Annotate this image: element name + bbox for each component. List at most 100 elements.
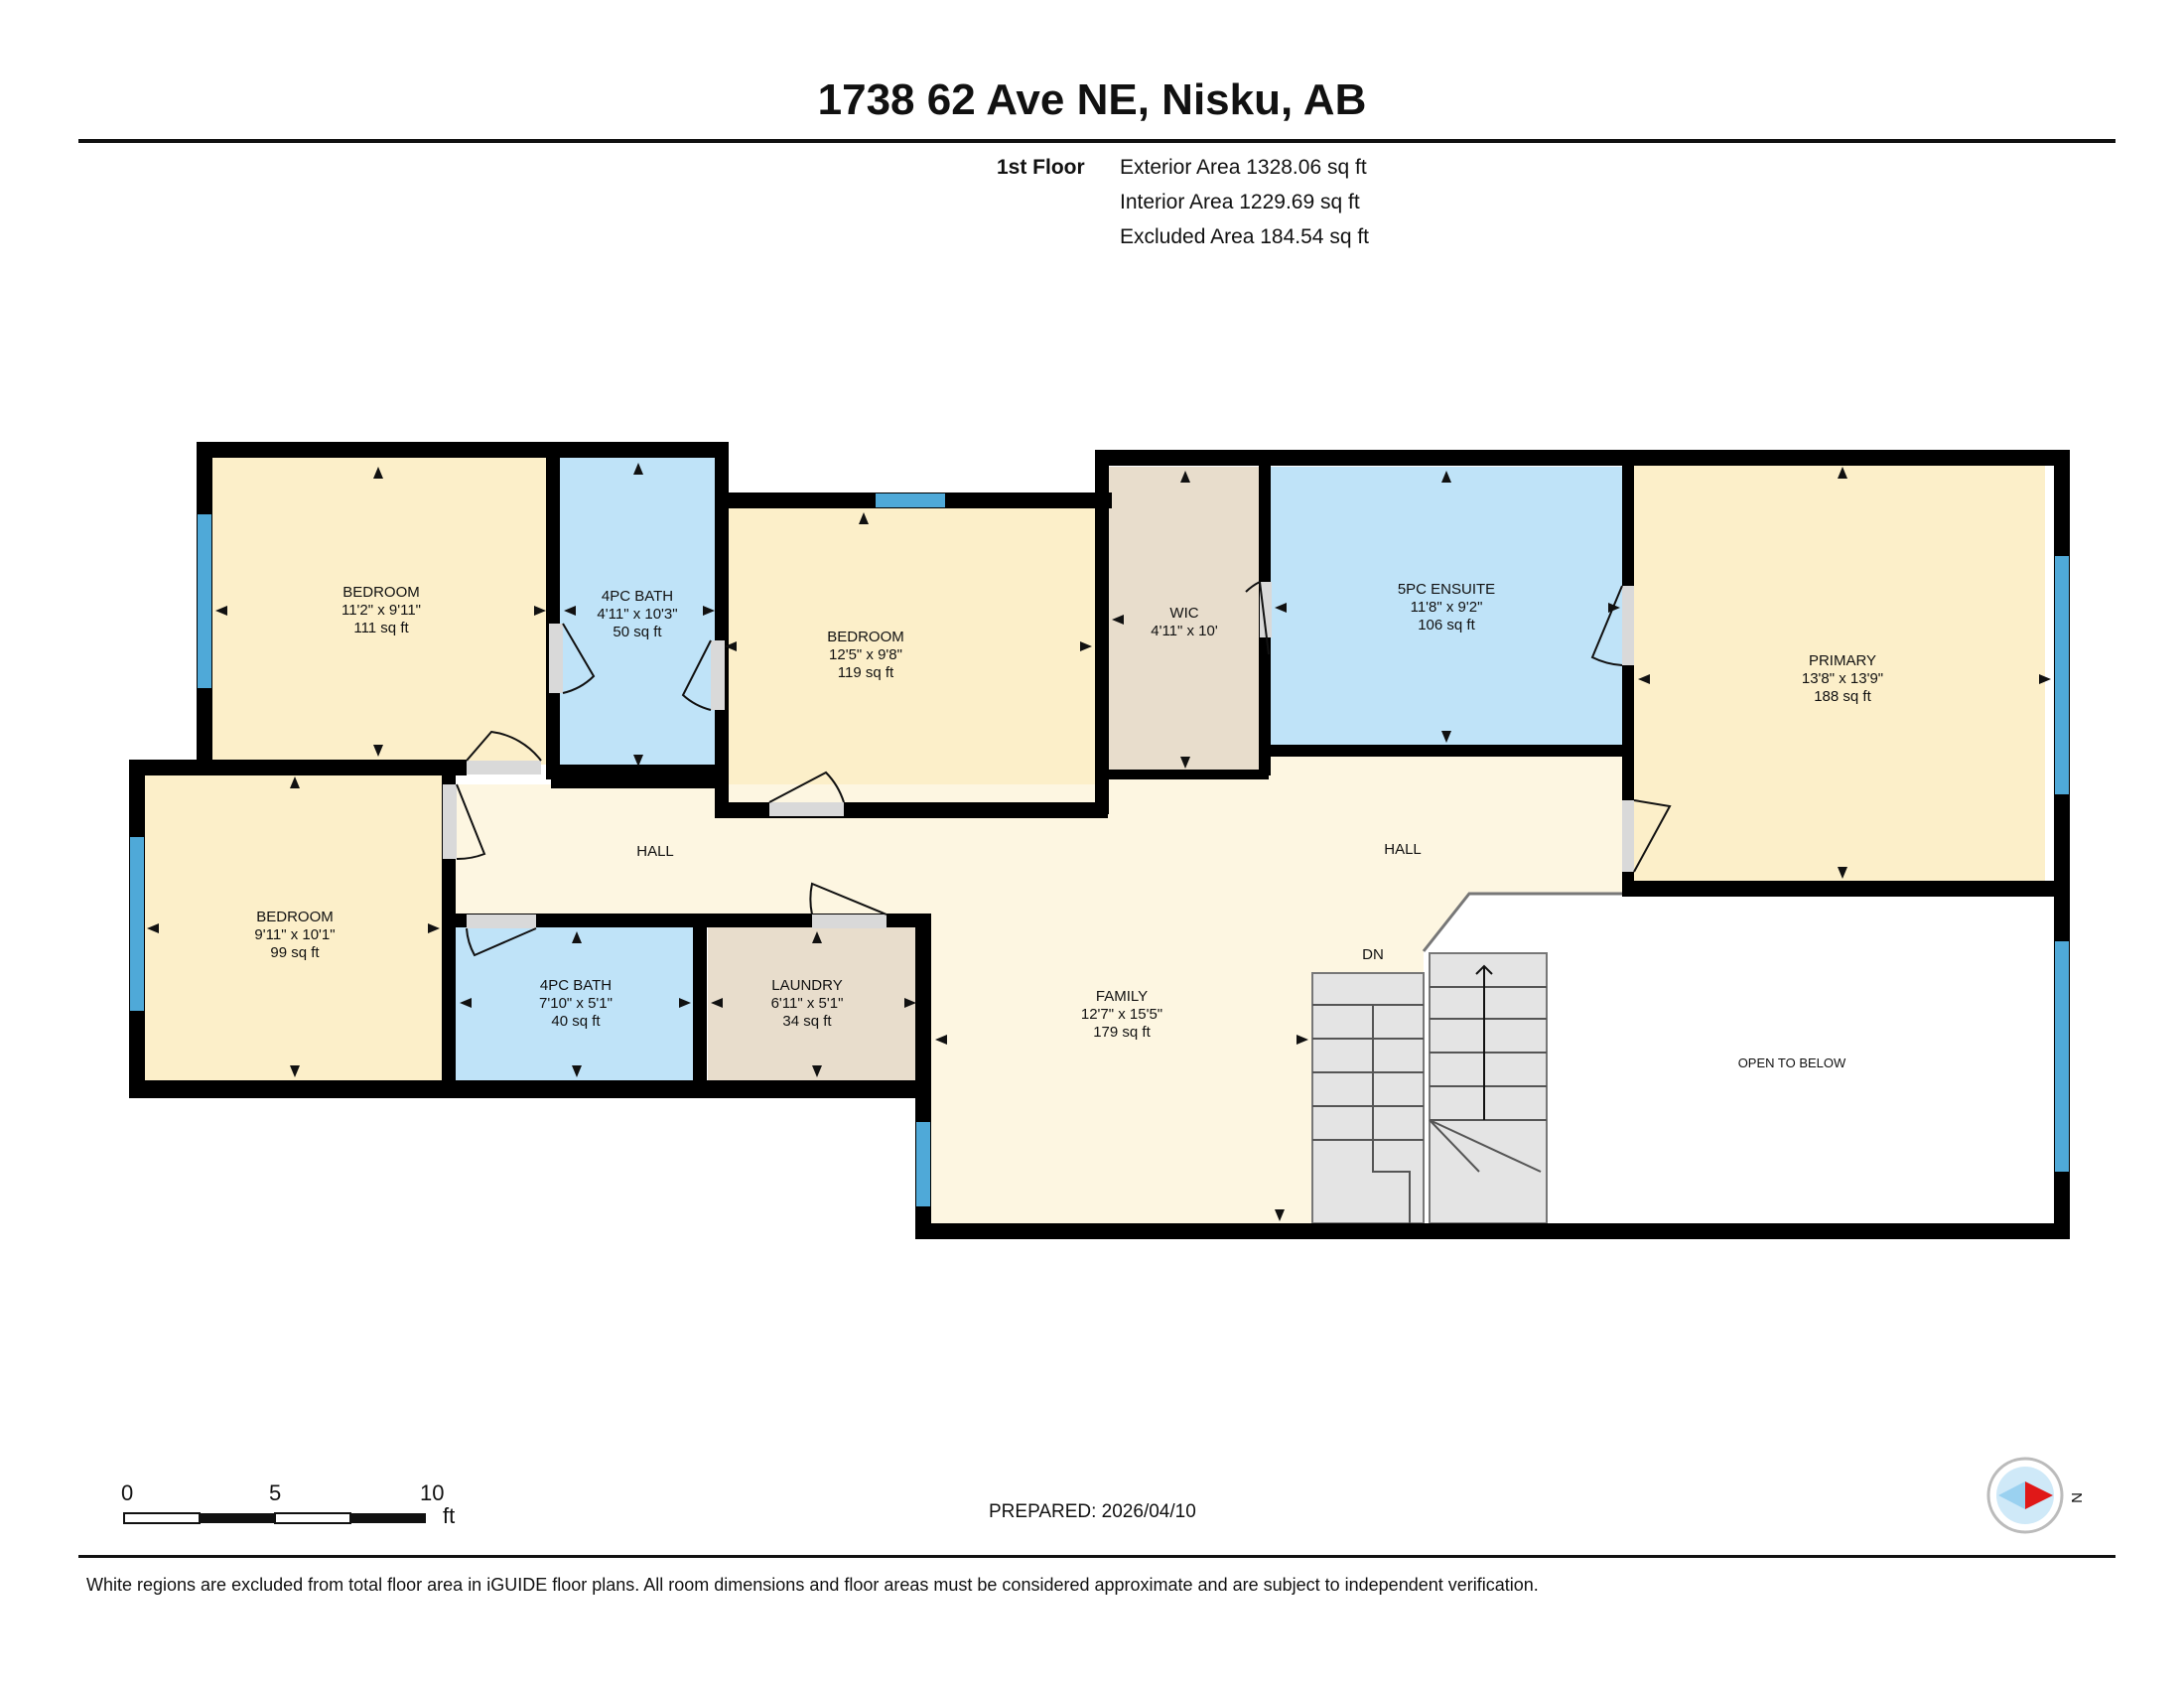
door-opening — [769, 802, 844, 816]
hall-label: HALL — [636, 843, 674, 860]
compass-back-icon — [1998, 1481, 2025, 1509]
room-dims: 4'11" x 10' — [1151, 623, 1218, 639]
room-name: 4PC BATH — [540, 977, 612, 994]
wall — [1622, 881, 2069, 897]
door-swing — [681, 639, 712, 711]
wall — [1095, 450, 1109, 814]
door-opening — [711, 640, 725, 710]
room-dims: 4'11" x 10'3" — [597, 606, 677, 623]
scale-tick-label: 0 — [121, 1480, 134, 1505]
door-swing — [768, 771, 845, 803]
bottom-divider — [78, 1555, 2116, 1558]
room-name: WIC — [1169, 605, 1198, 622]
room-name: LAUNDRY — [771, 977, 842, 994]
door-opening — [443, 784, 457, 859]
stairs-down-label: DN — [1362, 946, 1384, 963]
window — [198, 514, 211, 688]
door-opening — [1622, 800, 1634, 872]
exterior-area: Exterior Area 1328.06 sq ft — [1120, 156, 1367, 179]
room-area: 50 sq ft — [613, 624, 662, 640]
door-swing — [809, 882, 887, 915]
room-dims: 11'8" x 9'2" — [1411, 599, 1483, 616]
interior-area: Interior Area 1229.69 sq ft — [1120, 191, 1360, 213]
door-opening — [467, 914, 536, 928]
compass-north-arrow-icon — [2025, 1481, 2053, 1509]
bath-2-fill — [456, 925, 694, 1080]
scale-tick-label: 5 — [269, 1480, 282, 1505]
window — [916, 1122, 930, 1206]
wall — [442, 914, 928, 927]
room-area: 179 sq ft — [1093, 1024, 1151, 1041]
room-area: 99 sq ft — [270, 944, 320, 961]
open-to-below-boundary — [1422, 892, 1626, 952]
door-opening — [467, 761, 541, 774]
stair-treads — [1312, 986, 1547, 1141]
room-area: 34 sq ft — [782, 1013, 832, 1030]
room-dims: 11'2" x 9'11" — [341, 602, 421, 619]
window — [2055, 556, 2069, 794]
railing-line — [1422, 892, 1626, 952]
scale-segment — [274, 1512, 351, 1524]
bedroom-3-fill — [142, 773, 442, 1080]
scale-segment — [350, 1513, 426, 1523]
window — [130, 837, 144, 1011]
bedroom-1-fill — [208, 457, 551, 765]
door-opening — [1260, 582, 1272, 637]
room-fills — [142, 457, 2045, 1223]
wall — [129, 760, 467, 775]
window — [2055, 941, 2069, 1172]
footnote: White regions are excluded from total fl… — [86, 1575, 1539, 1595]
door-swing — [1245, 581, 1270, 655]
door-swing — [1590, 585, 1623, 666]
stairs-up-arrow — [1475, 964, 1493, 1120]
room-area: 111 sq ft — [353, 620, 409, 636]
floor-label: 1st Floor — [997, 156, 1085, 179]
excluded-area: Excluded Area 184.54 sq ft — [1120, 225, 1370, 248]
wall — [546, 442, 560, 779]
wall — [1107, 770, 1269, 779]
scale-tick-label: 10 — [420, 1480, 445, 1505]
wall — [1095, 450, 2068, 466]
scale-unit: ft — [443, 1503, 456, 1528]
room-name: PRIMARY — [1809, 652, 1876, 669]
room-dims: 9'11" x 10'1" — [254, 926, 335, 943]
wall — [1622, 466, 1634, 883]
scale-segment — [123, 1512, 201, 1524]
door-swing — [466, 927, 537, 957]
room-name: 5PC ENSUITE — [1398, 581, 1495, 598]
prepared-date: PREPARED: 2026/04/10 — [989, 1501, 1196, 1522]
room-area: 188 sq ft — [1814, 688, 1871, 705]
page-title: 1738 62 Ave NE, Nisku, AB — [817, 75, 1367, 124]
open-to-below-label: OPEN TO BELOW — [1738, 1055, 1846, 1070]
wall — [197, 442, 729, 458]
stairs — [1311, 952, 1548, 1224]
wall — [1259, 745, 1632, 757]
door-swing — [562, 623, 596, 694]
hall-label: HALL — [1384, 841, 1422, 858]
stair-walkline — [1372, 1005, 1542, 1223]
door-opening — [812, 914, 887, 928]
door-opening — [549, 624, 563, 693]
room-name: BEDROOM — [342, 584, 420, 601]
scale-bar — [123, 1512, 426, 1524]
window — [876, 493, 945, 507]
wall — [551, 765, 717, 788]
laundry-fill — [708, 925, 918, 1080]
scale-segment — [200, 1513, 275, 1523]
wic-fill — [1107, 467, 1261, 774]
room-name: FAMILY — [1096, 988, 1148, 1005]
room-area: 119 sq ft — [838, 664, 894, 681]
room-name: BEDROOM — [256, 909, 334, 925]
compass-north-label: N — [2068, 1492, 2085, 1503]
family-fill — [930, 914, 935, 918]
door-swing — [456, 783, 486, 861]
stairs-up-flight — [1429, 952, 1548, 1224]
room-labels: BEDROOM 11'2" x 9'11" 111 sq ft 4PC BATH… — [254, 581, 1883, 1070]
top-divider — [78, 139, 2116, 143]
room-dims: 12'7" x 15'5" — [1081, 1006, 1162, 1023]
wall — [915, 1223, 2070, 1239]
room-name: BEDROOM — [827, 629, 904, 645]
room-name: 4PC BATH — [602, 588, 673, 605]
door-swing — [466, 730, 542, 762]
